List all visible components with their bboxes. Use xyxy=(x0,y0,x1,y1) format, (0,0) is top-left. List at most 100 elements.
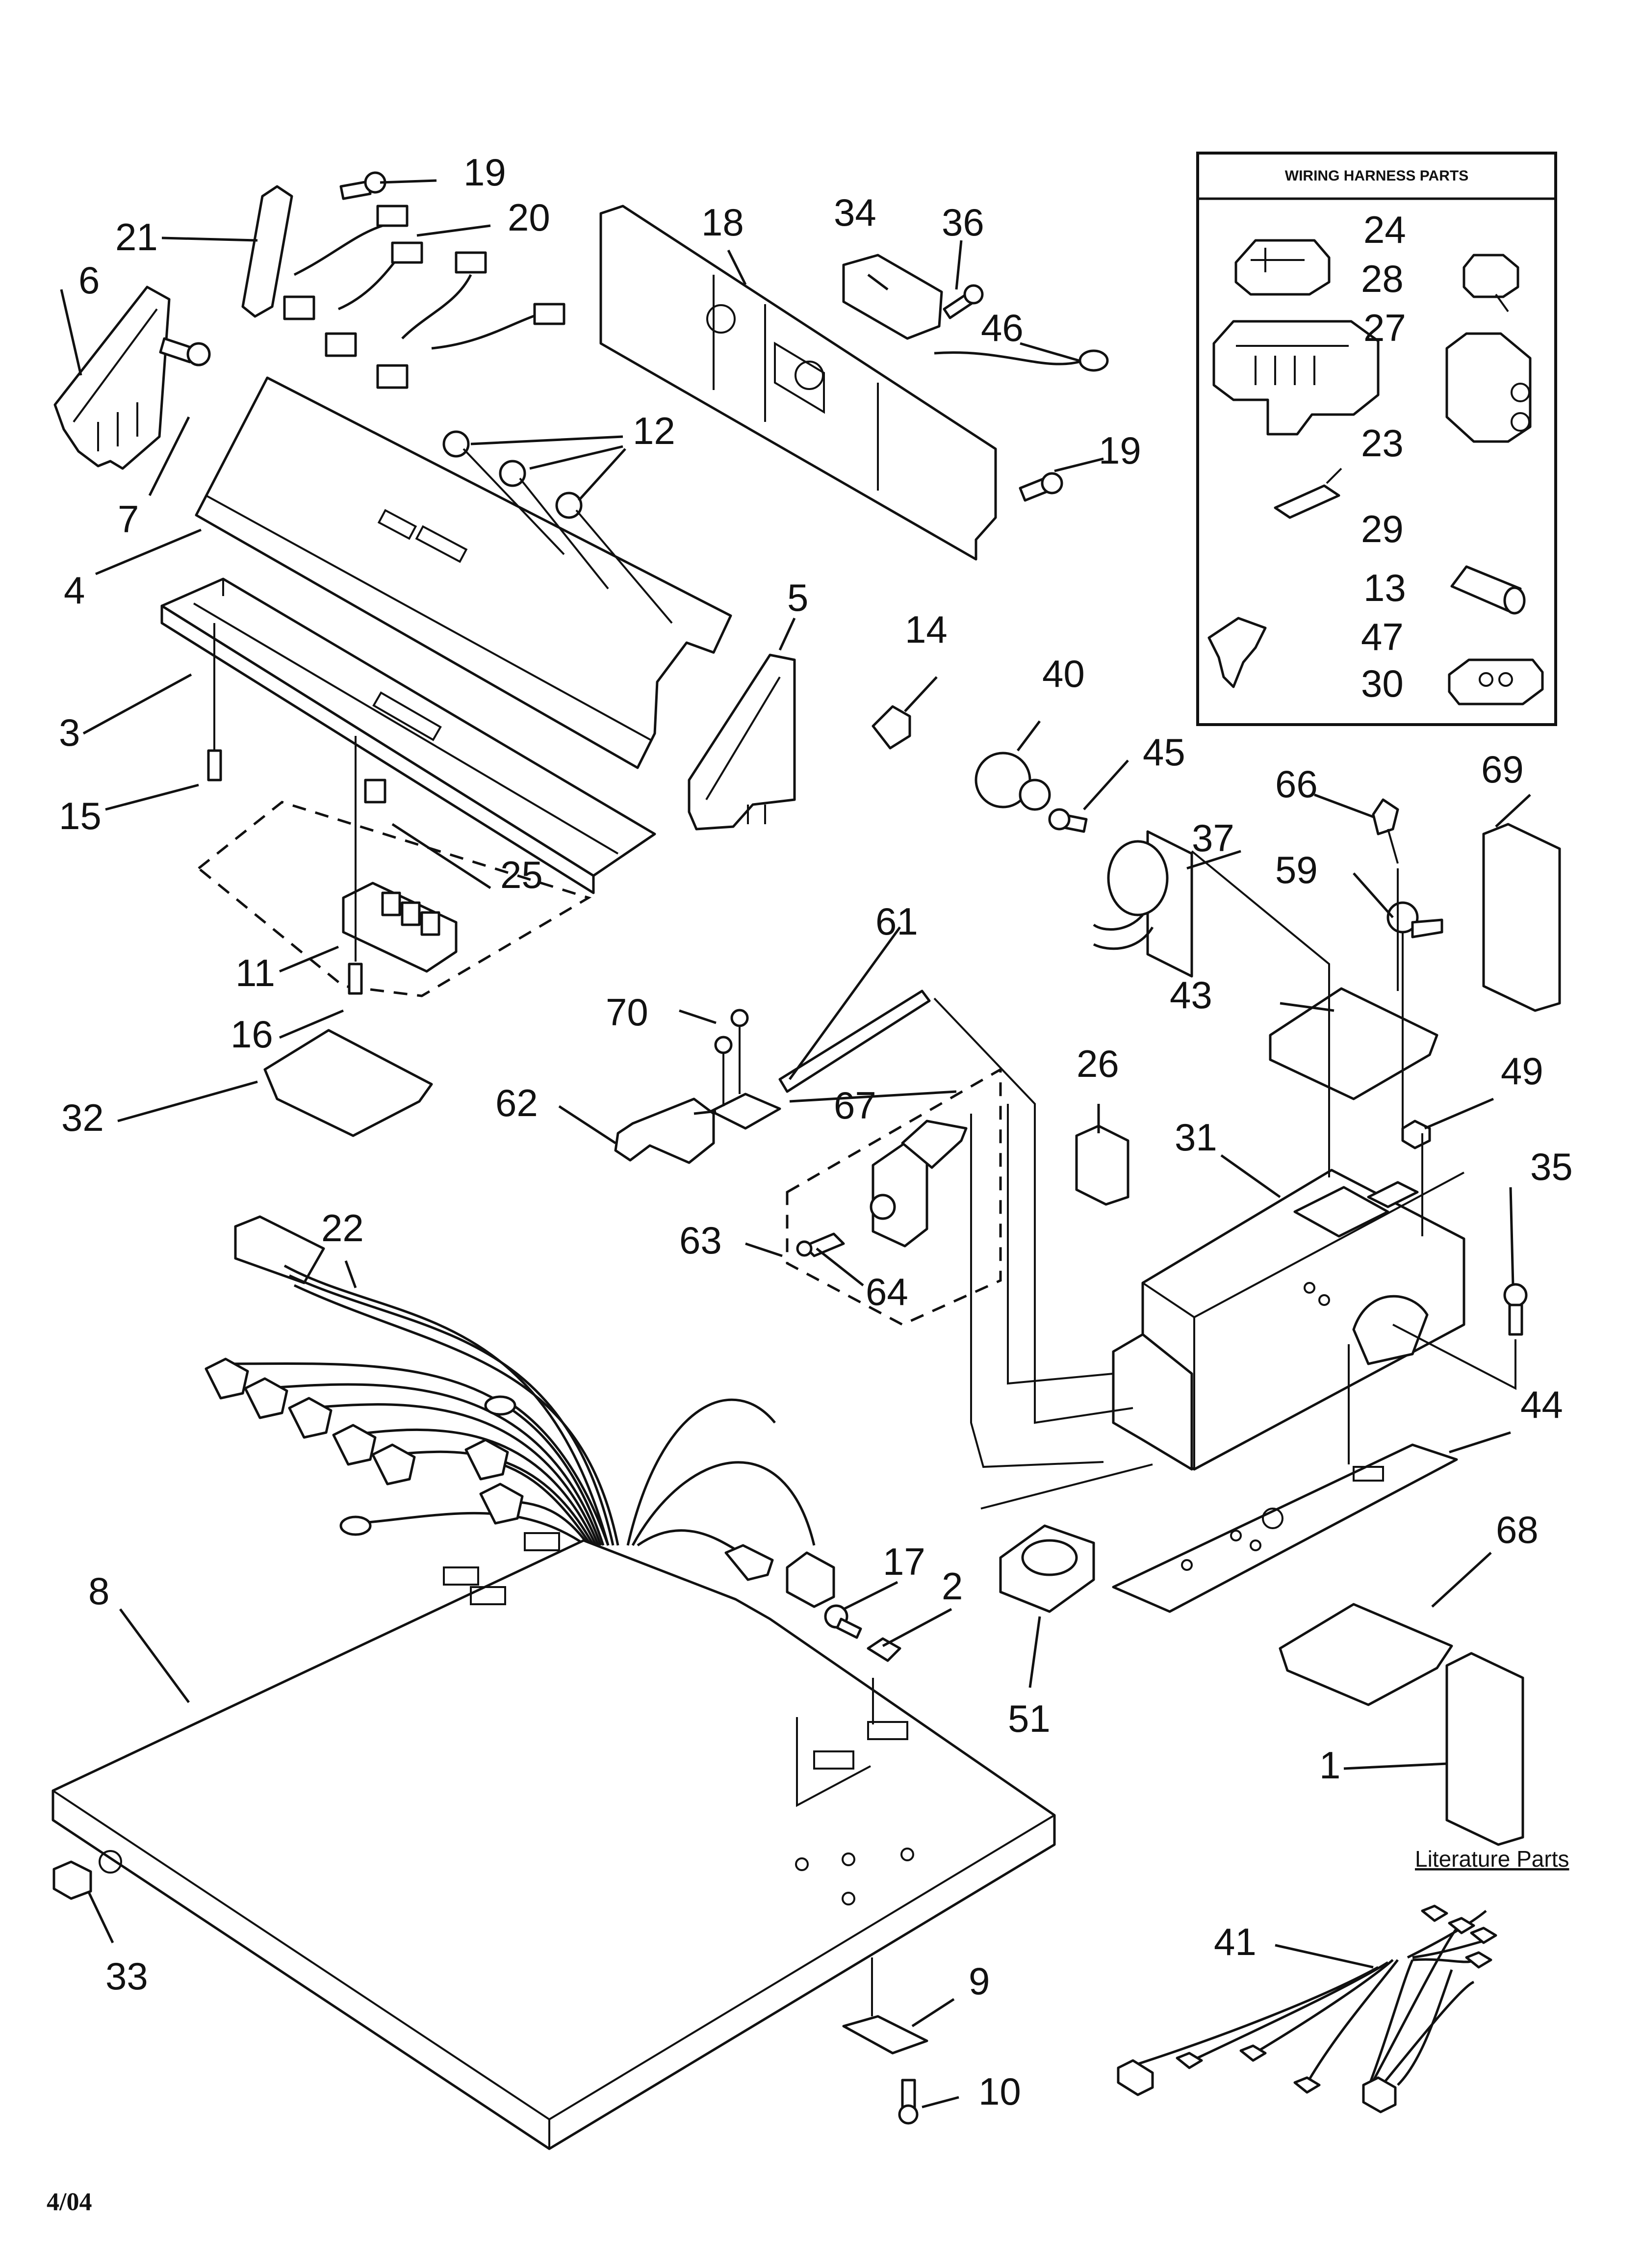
rod-61 xyxy=(778,990,931,1093)
clip-2 xyxy=(867,1637,901,1662)
pin-66 xyxy=(1372,798,1399,864)
bracket-21 xyxy=(241,185,293,318)
callout-51: 51 xyxy=(1008,1697,1051,1740)
callout-41: 41 xyxy=(1214,1920,1257,1963)
knobs-12 xyxy=(442,430,673,624)
callout-37: 37 xyxy=(1192,816,1234,860)
callout-40: 40 xyxy=(1042,652,1085,695)
callout-3: 3 xyxy=(59,711,80,754)
solenoid-63 xyxy=(786,1067,1002,1326)
callout-47: 47 xyxy=(1361,615,1404,658)
callout-64: 64 xyxy=(866,1270,908,1313)
housing-31 xyxy=(1112,1169,1465,1471)
callout-30: 30 xyxy=(1361,662,1404,705)
callout-26: 26 xyxy=(1077,1042,1119,1085)
rear-panel-18 xyxy=(599,205,997,561)
callout-35: 35 xyxy=(1530,1145,1573,1188)
connector-28 xyxy=(1462,254,1519,313)
top-panel-8 xyxy=(51,1532,1056,2150)
screw-15 xyxy=(207,623,222,782)
bracket-34 xyxy=(842,254,943,340)
callout-62: 62 xyxy=(495,1081,538,1124)
callout-43: 43 xyxy=(1170,973,1212,1017)
callout-1: 1 xyxy=(1319,1744,1340,1787)
plate-67 xyxy=(710,1093,781,1130)
callout-61: 61 xyxy=(875,900,918,943)
pad-32 xyxy=(263,1029,433,1137)
callout-23: 23 xyxy=(1361,421,1404,465)
screw-19b xyxy=(1019,472,1063,502)
terminal-64 xyxy=(796,1232,845,1257)
callout-63: 63 xyxy=(679,1219,722,1262)
callout-16: 16 xyxy=(231,1013,273,1056)
manual-69 xyxy=(1482,823,1561,1012)
clip-14 xyxy=(872,705,911,750)
pad-68 xyxy=(1279,1603,1453,1706)
connector-30 xyxy=(1448,658,1544,705)
leader-lines xyxy=(60,179,1531,2109)
plate-44 xyxy=(1112,1443,1458,1613)
callout-44: 44 xyxy=(1520,1383,1563,1426)
callout-18: 18 xyxy=(701,201,744,244)
callout-67: 67 xyxy=(834,1084,876,1127)
callout-66: 66 xyxy=(1275,762,1318,806)
callout-6: 6 xyxy=(78,259,100,302)
plate-26 xyxy=(1075,1124,1129,1206)
callout-29: 29 xyxy=(1361,507,1404,550)
bracket-43 xyxy=(1269,987,1438,1100)
housing-23 xyxy=(1445,332,1532,443)
screw-45 xyxy=(1048,808,1088,833)
end-cap-6 xyxy=(53,286,171,470)
screws-70 xyxy=(714,1009,749,1106)
main-harness-22 xyxy=(205,1215,835,1608)
harness-41 xyxy=(1117,1904,1497,2113)
callout-19a: 19 xyxy=(463,151,506,194)
callout-27: 27 xyxy=(1363,306,1406,349)
clip-47 xyxy=(1207,617,1267,688)
date-code: 4/04 xyxy=(47,2188,92,2216)
callout-59: 59 xyxy=(1275,848,1318,891)
screw-16 xyxy=(348,736,363,995)
fuse-13 xyxy=(1450,565,1526,615)
harness-box-title: WIRING HARNESS PARTS xyxy=(1285,168,1468,184)
cup-51 xyxy=(999,1524,1095,1613)
callout-69: 69 xyxy=(1481,748,1524,791)
callout-24: 24 xyxy=(1363,208,1406,251)
screw-36 xyxy=(943,284,984,319)
literature-parts-label: Literature Parts xyxy=(1415,1846,1569,1872)
nut-49 xyxy=(1401,1120,1431,1149)
callout-28: 28 xyxy=(1361,257,1404,300)
lever-62 xyxy=(614,1097,715,1164)
screw-35 xyxy=(1503,1283,1528,1336)
callout-4: 4 xyxy=(64,569,85,612)
callout-12: 12 xyxy=(633,409,675,452)
leveling-leg-33 xyxy=(52,1850,122,1900)
callout-15: 15 xyxy=(59,794,102,837)
callout-36: 36 xyxy=(942,201,984,244)
wiring-harness-parts-box: WIRING HARNESS PARTS xyxy=(1196,152,1557,726)
console-base-3 xyxy=(160,577,656,894)
callout-14: 14 xyxy=(905,608,948,651)
screw-17 xyxy=(824,1604,862,1639)
callout-31: 31 xyxy=(1175,1116,1217,1159)
callouts: 19 21 20 6 7 4 12 18 34 36 46 19 24 28 2… xyxy=(59,151,1573,2113)
callout-68: 68 xyxy=(1496,1508,1539,1551)
knob-40 xyxy=(975,752,1051,811)
timer-37 xyxy=(1093,830,1193,978)
interconnect-wires xyxy=(933,850,1516,1510)
callout-10: 10 xyxy=(978,2070,1021,2113)
side-panel-5 xyxy=(688,653,796,831)
callout-19b: 19 xyxy=(1099,429,1141,472)
ground-lead-46 xyxy=(934,349,1109,372)
callout-32: 32 xyxy=(61,1096,104,1139)
screw-10 xyxy=(898,2079,919,2125)
callout-13: 13 xyxy=(1363,566,1406,609)
screw-19a xyxy=(339,171,386,200)
callout-33: 33 xyxy=(105,1955,148,1998)
control-board-11 xyxy=(197,779,592,997)
callout-20: 20 xyxy=(508,196,550,239)
screw-7 xyxy=(159,337,211,366)
callout-8: 8 xyxy=(88,1569,109,1613)
callout-49: 49 xyxy=(1501,1049,1543,1093)
